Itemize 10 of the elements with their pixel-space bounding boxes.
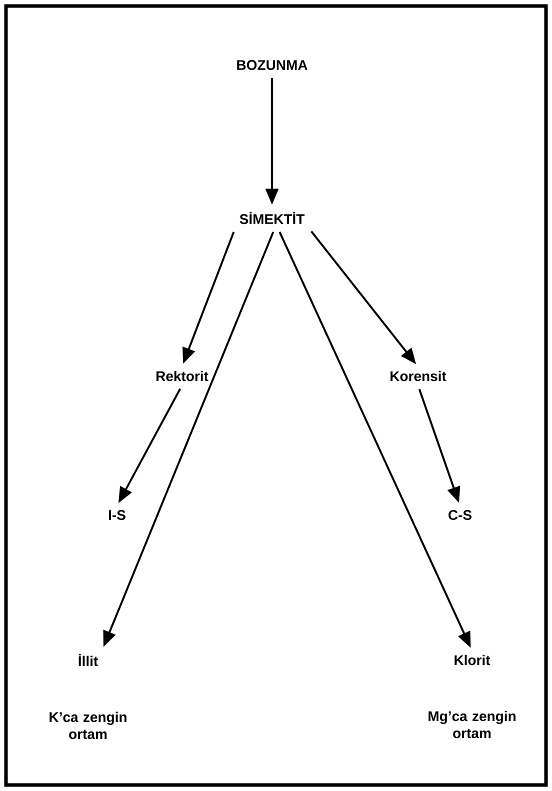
mineral-label: SİMEKTİT [240, 212, 305, 224]
mineral-label: Klorit [454, 654, 490, 666]
mineral-label: Rektorit [156, 370, 208, 382]
mineral-label: BOZUNMA [237, 60, 308, 70]
environment-label: K’ca zengin ortam [50, 712, 126, 740]
mineral-label: Korensit [390, 370, 446, 382]
mineral-label: I-S [109, 510, 126, 520]
mineral-label: İllit [78, 654, 98, 666]
environment-label: Mg’ca zengin ortam [428, 710, 516, 738]
mineral-label: C-S [448, 510, 472, 520]
